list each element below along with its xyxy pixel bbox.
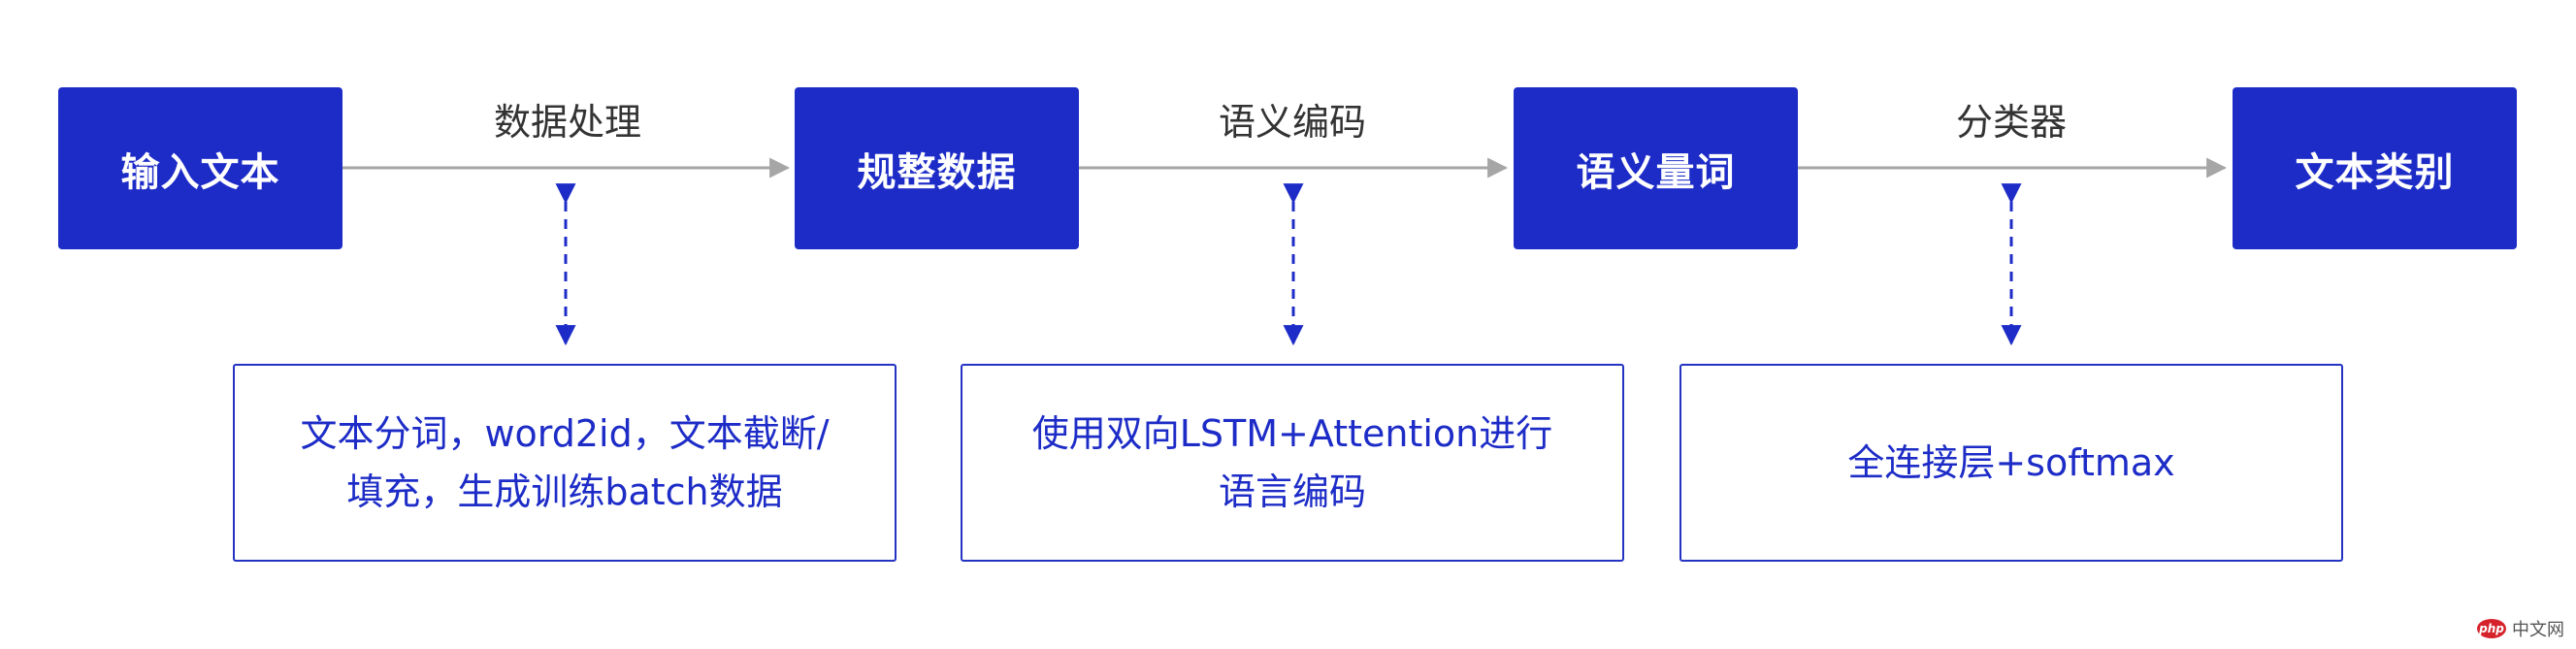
detail-box-classifier: 全连接层+softmax: [1679, 364, 2343, 562]
node-label: 规整数据: [857, 149, 1017, 195]
detail-line: 语言编码: [1218, 471, 1366, 513]
edge-label-data-processing: 数据处理: [493, 101, 641, 144]
watermark-text: 中文网: [2512, 620, 2564, 640]
node-label: 语义量词: [1576, 149, 1736, 195]
detail-line: 文本分词，word2id，文本截断/: [300, 412, 830, 455]
edge-label-classifier: 分类器: [1955, 101, 2067, 144]
node-label: 文本类别: [2295, 149, 2455, 195]
php-logo-icon: php: [2477, 619, 2506, 638]
detail-line: 全连接层+softmax: [1847, 441, 2175, 484]
node-normalized-data: 规整数据: [795, 87, 1079, 249]
node-text-category: 文本类别: [2233, 87, 2517, 249]
node-semantic-vector: 语义量词: [1514, 87, 1798, 249]
detail-box-preprocessing: 文本分词，word2id，文本截断/ 填充，生成训练batch数据: [233, 364, 897, 562]
detail-line: 使用双向LSTM+Attention进行: [1031, 412, 1553, 455]
watermark: php 中文网: [2477, 616, 2564, 641]
edge-label-semantic-encoding: 语义编码: [1218, 101, 1366, 144]
node-input-text: 输入文本: [58, 87, 342, 249]
detail-box-encoding: 使用双向LSTM+Attention进行 语言编码: [961, 364, 1624, 562]
detail-line: 填充，生成训练batch数据: [346, 471, 783, 513]
node-label: 输入文本: [120, 149, 280, 195]
